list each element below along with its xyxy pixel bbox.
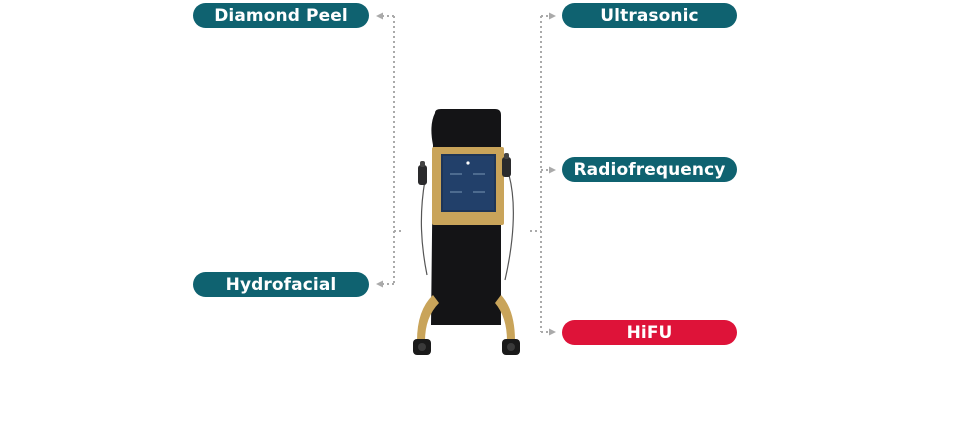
skincare-machine-image (413, 109, 520, 355)
ultrasonic-pill[interactable]: Ultrasonic (562, 3, 737, 28)
diamond-peel-pill[interactable]: Diamond Peel (193, 3, 369, 28)
diamond-peel-label: Diamond Peel (214, 5, 348, 26)
ultrasonic-label: Ultrasonic (600, 5, 699, 26)
hydrofacial-label: Hydrofacial (225, 274, 337, 295)
hifu-pill[interactable]: HiFU (562, 320, 737, 345)
hifu-label: HiFU (626, 322, 673, 343)
hydrofacial-pill[interactable]: Hydrofacial (193, 272, 369, 297)
radiofrequency-pill[interactable]: Radiofrequency (562, 157, 737, 182)
radiofrequency-label: Radiofrequency (573, 159, 726, 180)
